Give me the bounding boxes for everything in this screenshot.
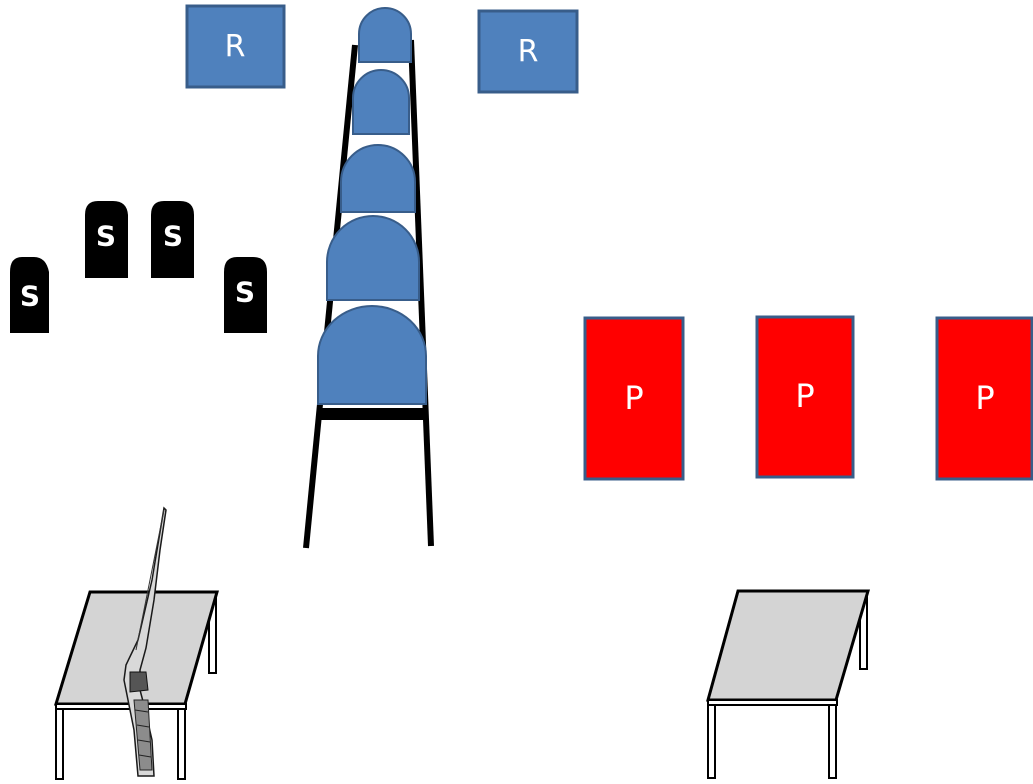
r-box-label: R — [518, 35, 539, 70]
seat-4 — [326, 215, 420, 301]
s-marker: S — [85, 201, 128, 278]
p-box-1: P — [583, 316, 685, 481]
p-box-label: P — [795, 377, 814, 415]
s-marker: S — [10, 257, 49, 333]
s-marker-label: S — [20, 280, 40, 313]
p-box-2: P — [755, 315, 855, 479]
r-box-right: R — [477, 9, 579, 94]
r-box-left: R — [185, 4, 286, 89]
seat-3 — [340, 144, 416, 213]
s-marker: S — [224, 257, 267, 333]
s-marker-label: S — [235, 276, 255, 309]
p-box-3: P — [935, 316, 1033, 481]
r-box-label: R — [225, 30, 246, 65]
p-box-label: P — [624, 379, 643, 417]
p-box-label: P — [975, 379, 994, 417]
s-marker-label: S — [96, 220, 116, 253]
table-right — [706, 589, 871, 779]
s-marker: S — [151, 201, 194, 278]
seat-2 — [352, 69, 410, 135]
seat-1 — [358, 7, 412, 63]
rifle-icon — [123, 506, 167, 777]
s-marker-label: S — [163, 220, 183, 253]
stacked-seats-stand-icon — [303, 7, 434, 549]
seat-5 — [317, 305, 427, 405]
